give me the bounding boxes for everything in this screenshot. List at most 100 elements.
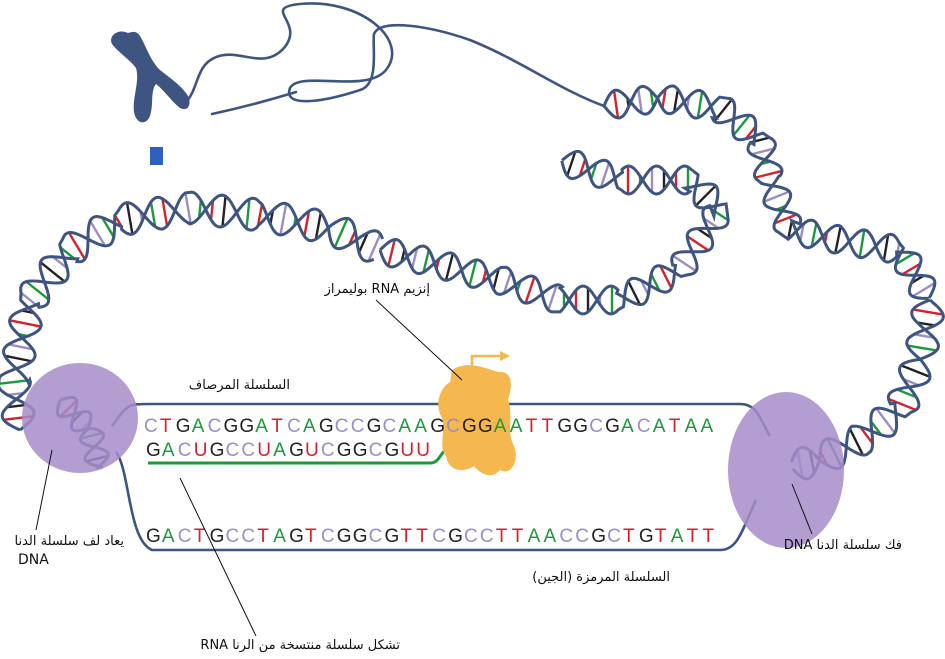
template-nucleotide: T <box>271 416 283 437</box>
helix-upper-right-base-pair <box>834 226 842 254</box>
coding-nucleotide: C <box>432 526 446 547</box>
coding-nucleotide: A <box>671 526 684 547</box>
coding-nucleotide: C <box>178 526 192 547</box>
helix-upper-right-base-pair <box>672 89 680 113</box>
template-nucleotide: A <box>685 416 698 437</box>
helix-upper-right-base-pair <box>774 213 798 225</box>
label-dna-rewind-dna: DNA <box>18 552 49 568</box>
helix-right-base-pair <box>913 333 935 339</box>
template-nucleotide: A <box>255 416 268 437</box>
helix-upper-right-base-pair <box>912 281 936 298</box>
helix-left-arc-base-pair <box>39 261 66 283</box>
rna-nucleotide: U <box>194 440 208 461</box>
helix-left-arc-base-pair <box>149 201 157 227</box>
template-nucleotide: A <box>303 416 316 437</box>
helix-upper-right-base-pair <box>696 91 704 119</box>
rna-nucleotide: G <box>385 440 400 461</box>
helix-left-arc-base-pair <box>333 217 349 248</box>
rna-nucleotide: U <box>400 440 414 461</box>
template-nucleotide: A <box>653 416 666 437</box>
template-nucleotide: G <box>478 416 493 437</box>
rna-nucleotide: C <box>241 440 255 461</box>
dna-backbone <box>184 2 606 116</box>
helix-upper-right-base-pair <box>637 88 643 114</box>
coding-nucleotide: G <box>289 526 304 547</box>
rna-nucleotide: C <box>226 440 240 461</box>
coding-nucleotide: T <box>257 526 269 547</box>
template-nucleotide: C <box>589 416 603 437</box>
template-nucleotide: A <box>192 416 205 437</box>
helix-left-arc-base-pair <box>59 246 76 260</box>
helix-middle-base-pair <box>547 284 558 311</box>
coding-nucleotide: T <box>623 526 635 547</box>
helix-left-arc-base-pair <box>184 192 192 224</box>
helix-left-arc-base-pair <box>197 200 203 218</box>
template-nucleotide: T <box>669 416 681 437</box>
template-nucleotide: C <box>335 416 349 437</box>
rna-nucleotide: G <box>353 440 368 461</box>
template-nucleotide: C <box>383 416 397 437</box>
callout-unwind <box>791 483 813 535</box>
coding-nucleotide: C <box>575 526 589 547</box>
template-nucleotide: G <box>367 416 382 437</box>
chromosome-marker <box>150 147 163 165</box>
coding-nucleotide: T <box>194 526 206 547</box>
rna-nucleotide: C <box>178 440 192 461</box>
helix-middle-base-pair <box>672 254 697 273</box>
template-nucleotide: C <box>446 416 460 437</box>
helix-upper-right-base-pair <box>751 147 775 156</box>
helix-left-arc-base-pair <box>279 203 288 236</box>
rna-nucleotide: G <box>146 440 161 461</box>
template-nucleotide: C <box>208 416 222 437</box>
coding-nucleotide: A <box>528 526 541 547</box>
helix-middle-base-pair <box>696 227 713 240</box>
helix-left-arc-base-pair <box>221 196 227 227</box>
helix-middle-base-pair <box>650 273 661 292</box>
helix-left-arc-base-pair <box>8 343 34 351</box>
template-nucleotide: G <box>605 416 620 437</box>
helix-middle-base-pair <box>468 259 478 287</box>
callout-polymerase <box>375 299 463 381</box>
label-dna-unwind: فك سلسلة الدنا DNA <box>783 538 902 553</box>
helix-right-base-pair <box>848 428 865 456</box>
helix-upper-right-base-pair <box>799 223 805 242</box>
coding-nucleotide: T <box>400 526 412 547</box>
helix-middle-base-pair <box>694 184 717 207</box>
helix-middle-base-pair <box>492 268 500 290</box>
coding-nucleotide: T <box>496 526 508 547</box>
helix-right-base-pair <box>902 378 920 387</box>
label-rna-polymerase: إنزيم RNA بوليمراز <box>324 282 430 297</box>
rna-nucleotide: C <box>321 440 335 461</box>
helix-middle-base-pair <box>410 247 419 269</box>
label-dna-rewind: يعاد لف سلسلة الدنا <box>14 534 125 549</box>
template-nucleotide: C <box>351 416 365 437</box>
helix-left-arc-base-pair <box>256 204 264 226</box>
coding-nucleotide: T <box>655 526 667 547</box>
helix-left-arc-base-pair <box>9 319 42 328</box>
template-nucleotide: A <box>621 416 634 437</box>
helix-left-arc-base-pair <box>303 210 311 237</box>
helix-middle-base-pair <box>686 235 709 252</box>
coding-nucleotide: G <box>448 526 463 547</box>
rna-nucleotide: A <box>273 440 286 461</box>
helix-left-arc-base-pair <box>4 354 33 363</box>
helix-left-arc-base-pair <box>357 232 369 253</box>
helix-upper-right-strand-1 <box>602 84 929 300</box>
helix-upper-right-base-pair <box>763 190 790 203</box>
helix-right-base-pair <box>859 426 874 445</box>
helix-middle-base-pair <box>599 162 611 188</box>
helix-left-arc-strand-1 <box>0 190 385 432</box>
coding-nucleotide: C <box>321 526 335 547</box>
coding-nucleotide: G <box>210 526 225 547</box>
coding-nucleotide: G <box>337 526 352 547</box>
dna-rewind-zone <box>22 363 138 473</box>
helix-upper-right-base-pair <box>732 114 751 137</box>
helix-middle-base-pair <box>659 265 673 289</box>
helix-left-arc-base-pair <box>314 212 322 240</box>
enzyme-direction-arrow <box>470 354 502 372</box>
coding-nucleotide: T <box>703 526 715 547</box>
helix-left-arc-base-pair <box>161 198 169 227</box>
helix-right-base-pair <box>888 397 917 412</box>
dna-unwind-zone <box>728 392 844 548</box>
